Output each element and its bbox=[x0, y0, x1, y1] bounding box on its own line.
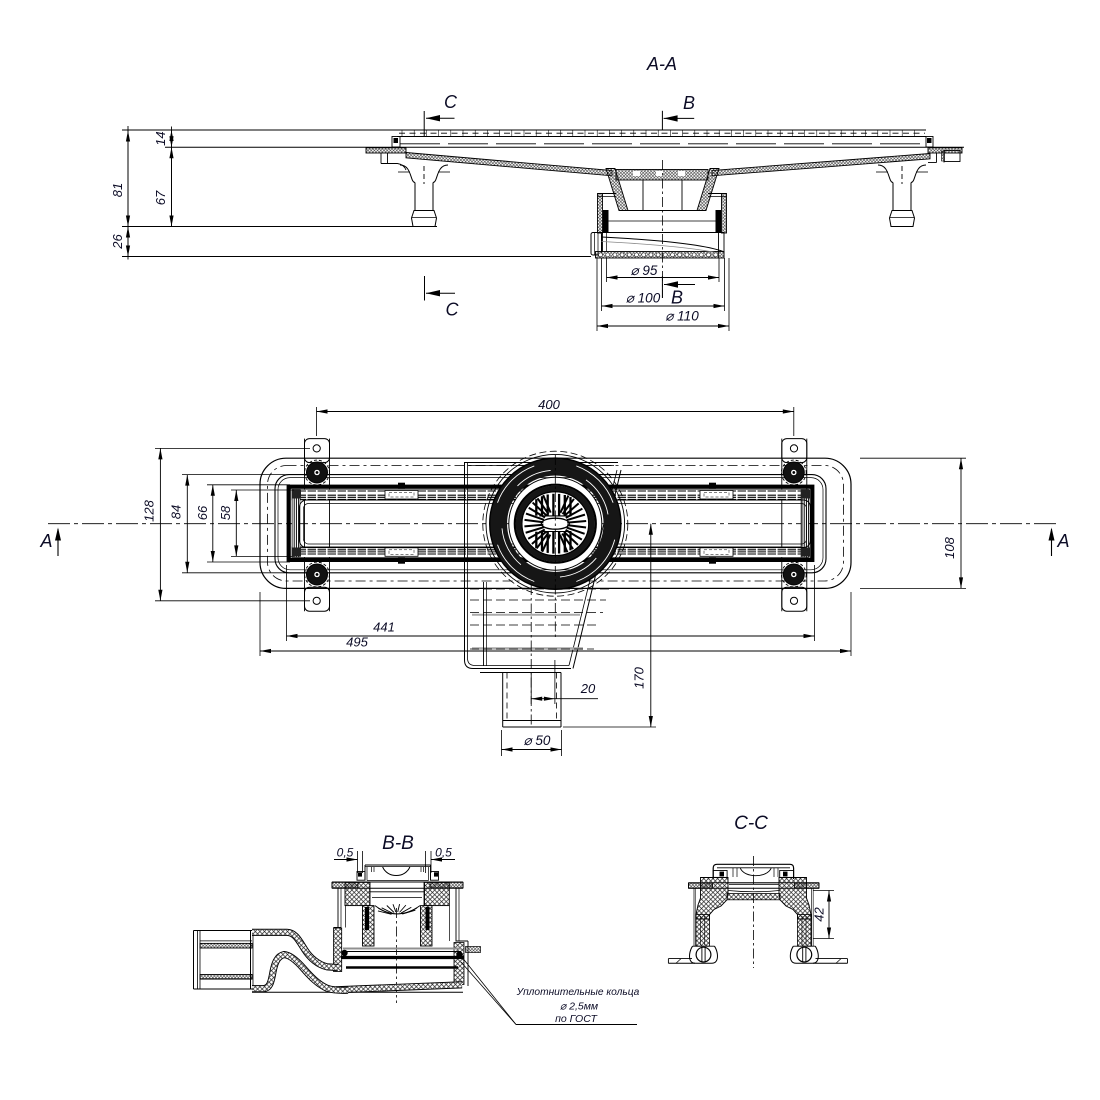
svg-text:⌀ 2,5мм: ⌀ 2,5мм bbox=[560, 1001, 598, 1013]
svg-text:⌀ 50: ⌀ 50 bbox=[524, 733, 551, 748]
svg-text:14: 14 bbox=[153, 131, 168, 145]
svg-text:84: 84 bbox=[169, 505, 184, 519]
svg-text:Уплотнительные кольца: Уплотнительные кольца bbox=[516, 987, 640, 998]
svg-text:20: 20 bbox=[580, 681, 596, 696]
svg-text:по ГОСТ: по ГОСТ bbox=[555, 1013, 598, 1025]
svg-text:81: 81 bbox=[110, 183, 125, 197]
svg-text:67: 67 bbox=[153, 190, 168, 205]
svg-text:⌀ 100: ⌀ 100 bbox=[626, 291, 661, 306]
svg-text:B: B bbox=[671, 288, 683, 308]
svg-text:⌀ 110: ⌀ 110 bbox=[665, 309, 699, 324]
svg-text:C: C bbox=[446, 300, 460, 320]
svg-text:⌀ 95: ⌀ 95 bbox=[631, 263, 658, 278]
svg-text:66: 66 bbox=[195, 505, 210, 520]
svg-text:C-C: C-C bbox=[734, 813, 768, 834]
svg-text:A: A bbox=[39, 531, 52, 551]
svg-text:128: 128 bbox=[142, 499, 157, 521]
svg-text:B-B: B-B bbox=[382, 833, 414, 854]
svg-text:0,5: 0,5 bbox=[337, 846, 354, 860]
svg-text:A: A bbox=[1056, 531, 1069, 551]
svg-text:42: 42 bbox=[812, 907, 827, 922]
svg-text:C: C bbox=[444, 92, 458, 112]
svg-text:400: 400 bbox=[538, 397, 560, 412]
svg-text:170: 170 bbox=[632, 666, 647, 688]
svg-text:0,5: 0,5 bbox=[435, 846, 452, 860]
svg-text:108: 108 bbox=[942, 536, 957, 558]
svg-text:B: B bbox=[683, 93, 695, 113]
svg-text:A-A: A-A bbox=[646, 54, 677, 74]
svg-text:441: 441 bbox=[373, 620, 395, 635]
svg-text:495: 495 bbox=[346, 635, 368, 650]
svg-text:58: 58 bbox=[218, 505, 233, 520]
svg-text:26: 26 bbox=[110, 234, 125, 250]
